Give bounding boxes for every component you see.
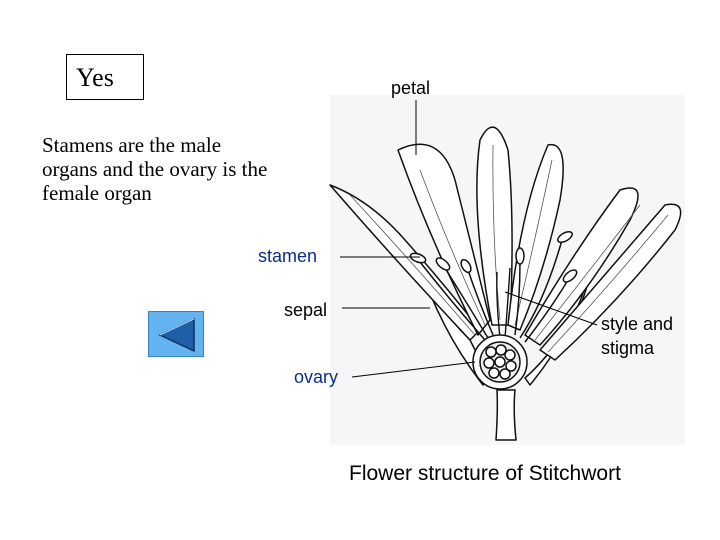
ovule xyxy=(500,369,510,379)
label-style-and-stigma: style and stigma xyxy=(601,312,711,360)
flower-stalk xyxy=(496,390,516,440)
explanation-text: Stamens are the male organs and the ovar… xyxy=(42,133,272,205)
back-button[interactable] xyxy=(148,311,204,357)
ovule xyxy=(484,358,494,368)
ovule xyxy=(489,368,499,378)
ovule xyxy=(505,350,515,360)
ovule xyxy=(495,357,505,367)
ovule xyxy=(486,347,496,357)
label-petal: petal xyxy=(391,77,430,99)
label-stigma-line: stigma xyxy=(601,336,711,360)
answer-text: Yes xyxy=(76,64,114,92)
label-stamen: stamen xyxy=(258,245,317,267)
diagram-caption: Flower structure of Stitchwort xyxy=(349,462,621,486)
label-ovary: ovary xyxy=(294,366,338,388)
label-sepal: sepal xyxy=(284,299,327,321)
triangle-left-icon xyxy=(149,312,205,358)
label-style-line: style and xyxy=(601,312,711,336)
answer-box: Yes xyxy=(66,54,144,100)
stamen-anther xyxy=(516,248,524,264)
